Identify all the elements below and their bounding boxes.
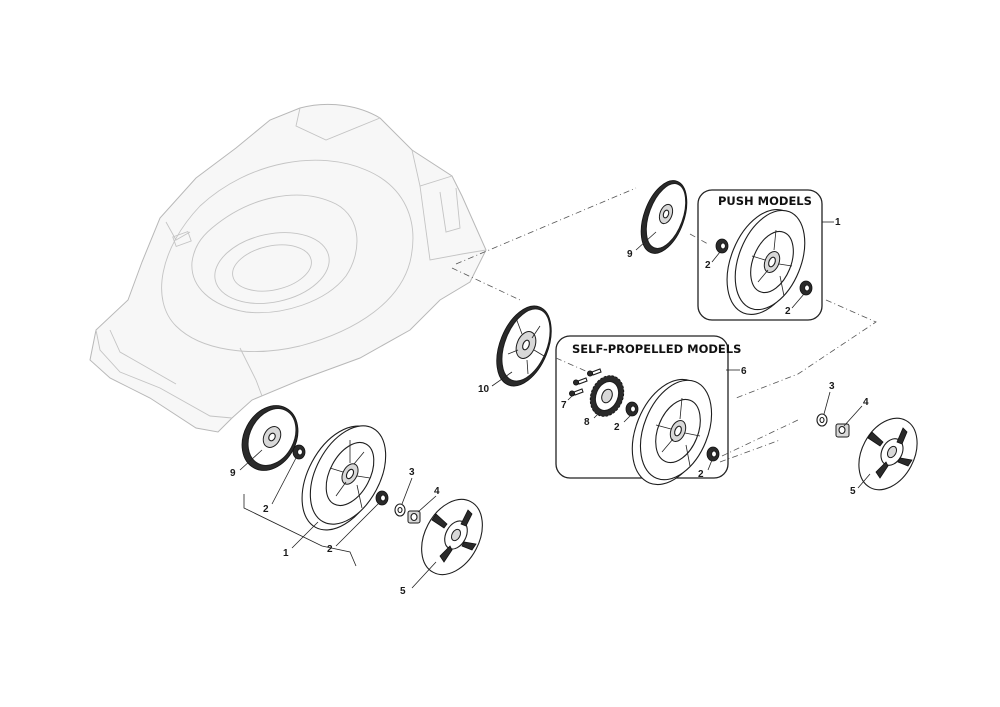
hub-plate-left (241, 405, 299, 471)
nut-right (835, 423, 850, 438)
label-left-1: 1 (283, 548, 289, 559)
assembly-lines (451, 187, 877, 463)
push-models-title: PUSH MODELS (718, 194, 812, 208)
push-models-box (697, 189, 823, 321)
mower-deck (89, 103, 487, 433)
right-hub-components (816, 413, 918, 491)
hubcap-right (858, 417, 918, 491)
label-sp-8: 8 (584, 417, 590, 428)
bearing-push-outer (799, 280, 813, 296)
label-push-2a: 2 (705, 260, 711, 271)
hub-plate-push (640, 180, 688, 254)
label-sp-2b: 2 (698, 469, 704, 480)
push-models-group: PUSH MODELS (640, 180, 823, 321)
self-propelled-group: SELF-PROPELLED MODELS (496, 305, 741, 486)
label-push-ref-1: 1 (835, 217, 841, 228)
label-sp-ref-6: 6 (741, 366, 747, 377)
left-wheel-assembly (241, 405, 483, 576)
bearing-sp-inner (625, 401, 639, 417)
nut-left (407, 510, 421, 524)
label-left-2a: 2 (263, 504, 269, 515)
label-left-4: 4 (434, 486, 440, 497)
drive-gear (589, 375, 625, 417)
washer-left (394, 503, 406, 517)
drive-plate (496, 305, 552, 387)
label-left-5: 5 (400, 586, 406, 597)
label-push-2b: 2 (785, 306, 791, 317)
leader-lines (239, 221, 871, 589)
label-left-2b: 2 (327, 544, 333, 555)
screws (569, 368, 602, 397)
label-push-9: 9 (627, 249, 633, 260)
bearing-left-outer (375, 490, 389, 506)
self-propelled-title: SELF-PROPELLED MODELS (572, 342, 741, 356)
label-left-3: 3 (409, 467, 415, 478)
wheel-push (726, 208, 806, 316)
wheel-left (301, 425, 387, 531)
wheel-self-propelled (631, 378, 713, 486)
label-right-5: 5 (850, 486, 856, 497)
hubcap-left (421, 498, 483, 576)
label-sp-7: 7 (561, 400, 567, 411)
bearing-push-inner (715, 238, 729, 254)
label-sp-10: 10 (478, 384, 490, 395)
bearing-sp-outer (706, 446, 720, 462)
label-sp-2a: 2 (614, 422, 620, 433)
bearing-left-inner (292, 444, 306, 460)
washer-right (816, 413, 828, 427)
part-number-labels: 9 2 1 2 3 4 5 9 2 2 1 10 6 7 8 2 2 3 4 5 (230, 217, 869, 597)
label-right-3: 3 (829, 381, 835, 392)
label-left-9: 9 (230, 468, 236, 479)
label-right-4: 4 (863, 397, 869, 408)
